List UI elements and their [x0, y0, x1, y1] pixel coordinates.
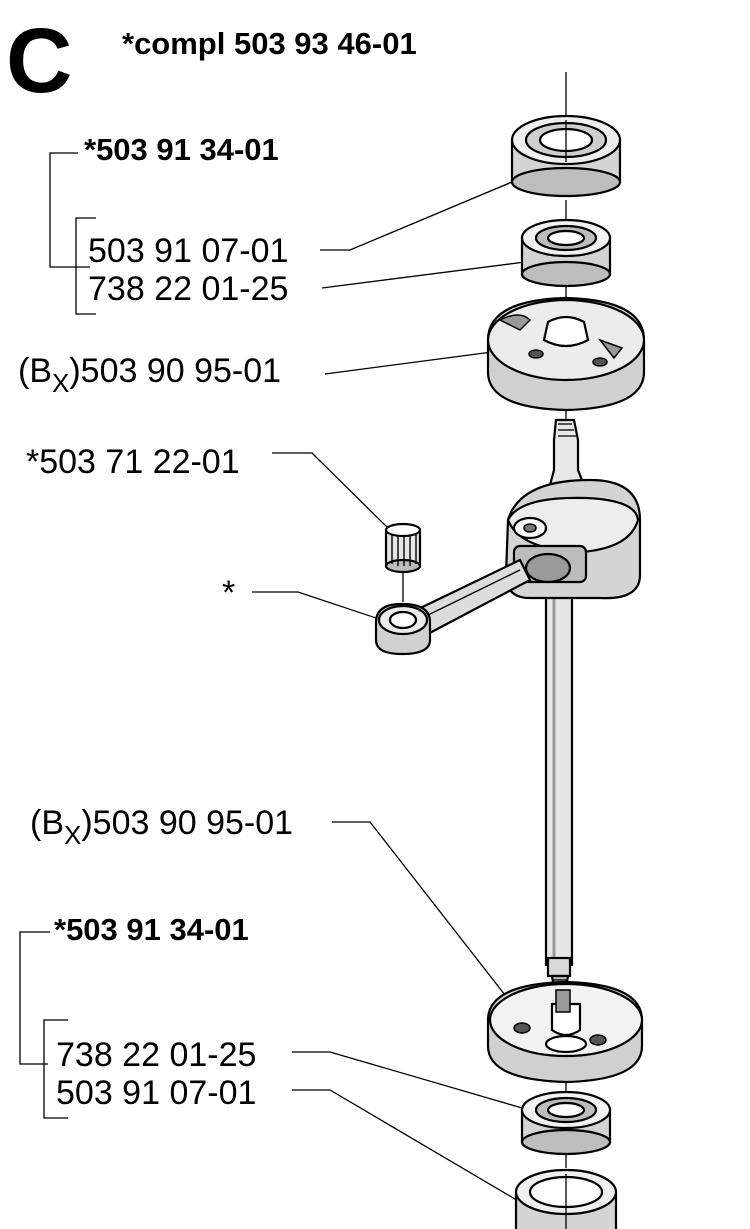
bottom-bearing-label: 503 91 07-01 [56, 1074, 256, 1112]
top-seal [520, 218, 612, 288]
top-plate [486, 296, 646, 412]
conrod-label: * [222, 574, 235, 612]
top-seal-label: 738 22 01-25 [88, 270, 288, 308]
bottom-bearing [514, 1168, 618, 1229]
needle-bearing-label: *503 71 22-01 [26, 443, 240, 481]
bottom-plate-prefix: (B [30, 804, 64, 842]
bottom-plate-subscript: X [64, 820, 81, 850]
top-items-bracket [75, 217, 96, 315]
top-plate-number: )503 90 95-01 [69, 352, 281, 390]
top-bearing-label: 503 91 07-01 [88, 232, 288, 270]
top-kit-label: *503 91 34-01 [84, 132, 279, 167]
crankshaft [504, 418, 642, 990]
connecting-rod [374, 558, 532, 656]
bottom-plate-number: )503 90 95-01 [81, 804, 293, 842]
bottom-seal-label: 738 22 01-25 [56, 1036, 256, 1074]
bottom-plate-label: (BX)503 90 95-01 [30, 804, 293, 850]
top-plate-label: (BX)503 90 95-01 [18, 352, 281, 398]
needle-bearing [384, 522, 422, 574]
section-letter: C [6, 10, 72, 112]
bottom-kit-label: *503 91 34-01 [54, 912, 249, 947]
top-kit-bracket [49, 152, 90, 268]
top-bearing [510, 114, 622, 198]
bottom-plate [486, 980, 644, 1084]
assembly-label: *compl 503 93 46-01 [122, 26, 417, 61]
top-plate-prefix: (B [18, 352, 52, 390]
bottom-kit-bracket [19, 931, 50, 1065]
leader-lines [252, 181, 526, 1203]
top-plate-subscript: X [52, 368, 69, 398]
bottom-items-bracket [43, 1019, 68, 1119]
bottom-seal [520, 1090, 612, 1156]
